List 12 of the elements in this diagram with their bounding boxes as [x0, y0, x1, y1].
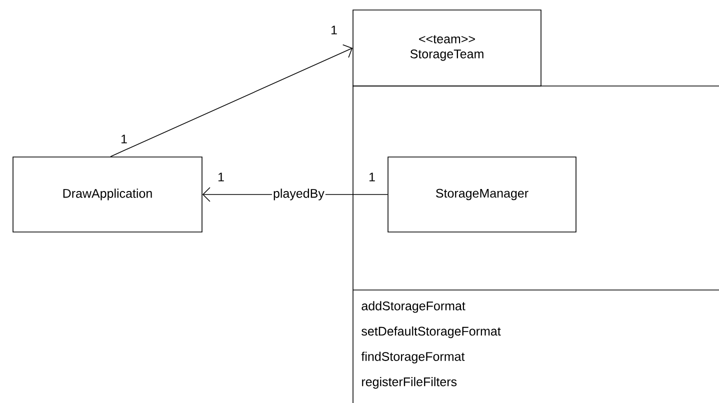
node-label: findStorageFormat	[361, 352, 465, 364]
node-label: setDefaultStorageFormat	[362, 326, 501, 338]
edge-label: playedBy	[272, 188, 326, 202]
multiplicity-label: 1	[331, 26, 337, 34]
multiplicity-label: 1	[369, 172, 375, 182]
node-label: registerFileFilters	[362, 377, 457, 389]
multiplicity-label: 1	[122, 134, 127, 144]
multiplicity-label: 1	[218, 172, 224, 182]
node-label: addStorageFormat	[362, 301, 466, 313]
class-box: DrawApplication	[12, 156, 202, 232]
class-box: StorageManager	[388, 156, 576, 232]
association-arrow	[110, 44, 353, 157]
